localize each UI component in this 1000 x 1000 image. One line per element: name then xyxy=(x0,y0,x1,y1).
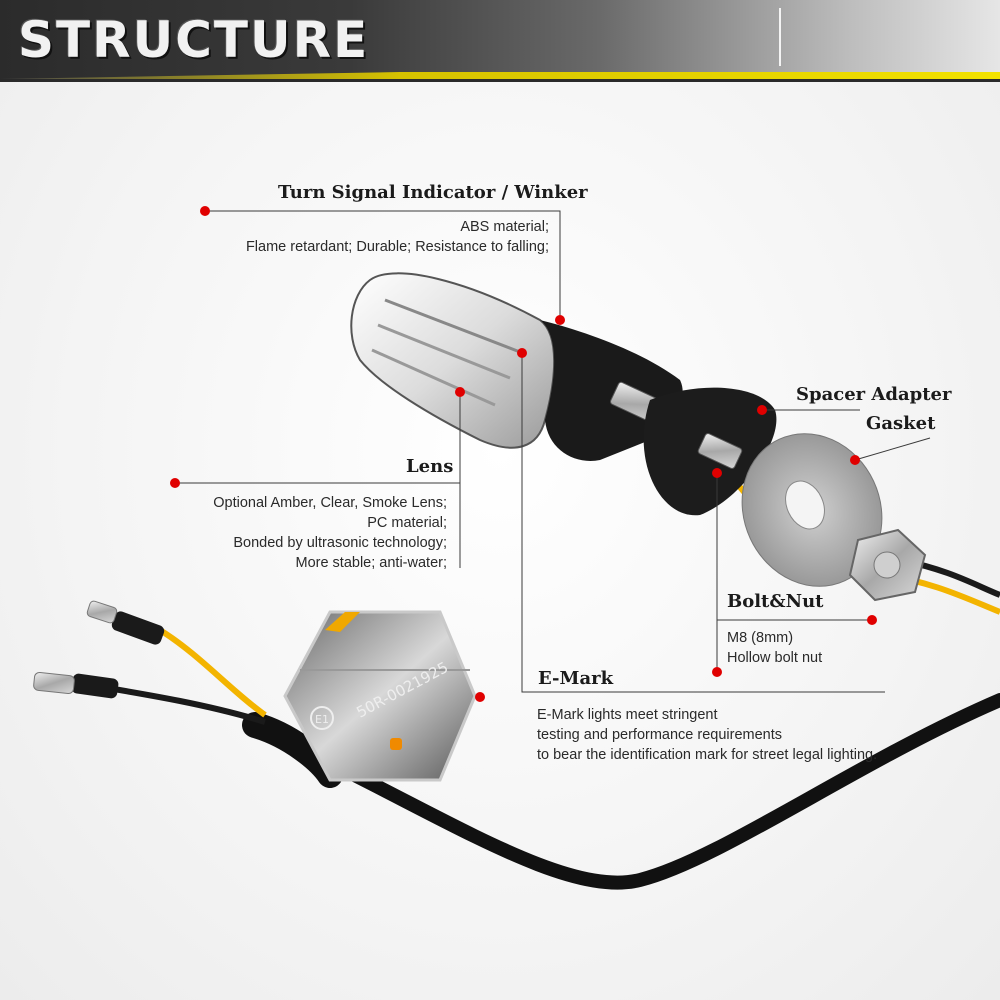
header-bar: STRUCTURE xyxy=(0,0,1000,82)
emark-closeup: E1 50R-0021925 xyxy=(283,610,477,782)
leader-line-emark xyxy=(521,353,885,693)
marker-dot xyxy=(555,315,565,325)
header-underline xyxy=(0,79,1000,82)
lens-line: PC material; xyxy=(367,515,447,531)
spacer-adapter-title: Spacer Adapter xyxy=(796,384,952,405)
marker-dot xyxy=(455,387,465,397)
turn-signal-title: Turn Signal Indicator / Winker xyxy=(278,182,588,203)
header-divider xyxy=(779,8,781,66)
marker-dot xyxy=(200,206,210,216)
marker-dot xyxy=(850,455,860,465)
page-title: STRUCTURE xyxy=(18,11,370,69)
markers xyxy=(170,206,877,702)
lens-description: Optional Amber, Clear, Smoke Lens; PC ma… xyxy=(213,493,447,573)
accent-stripe xyxy=(0,72,1000,79)
emark-line: to bear the identification mark for stre… xyxy=(537,747,878,763)
marker-dot xyxy=(712,468,722,478)
bolt-nut-title: Bolt&Nut xyxy=(727,591,824,612)
turn-signal-line: Flame retardant; Durable; Resistance to … xyxy=(245,239,549,255)
emark-title: E-Mark xyxy=(538,668,614,689)
amber-wire xyxy=(158,627,267,718)
turn-signal-line: ABS material; xyxy=(460,219,549,235)
leader-line-gasket xyxy=(854,437,931,461)
gasket xyxy=(741,433,883,587)
threaded-bolt xyxy=(697,433,743,469)
marker-dot xyxy=(170,478,180,488)
gasket-title: Gasket xyxy=(866,413,936,434)
marker-dot xyxy=(757,405,767,415)
bolt-nut-description: M8 (8mm) Hollow bolt nut xyxy=(727,628,822,668)
connector-sleeve xyxy=(111,611,165,645)
leader-line-turn-signal xyxy=(205,210,561,320)
bullet-terminal xyxy=(86,600,118,624)
marker-dot xyxy=(517,348,527,358)
lens xyxy=(350,272,556,449)
lens-line: Bonded by ultrasonic technology; xyxy=(233,535,447,551)
emark-description: E-Mark lights meet stringent testing and… xyxy=(537,705,877,765)
connector-sleeve xyxy=(71,673,119,699)
main-cable xyxy=(263,693,1000,890)
emark-line: E-Mark lights meet stringent xyxy=(537,707,718,723)
leader-lines xyxy=(175,210,931,693)
marker-dot xyxy=(475,692,485,702)
nut-hole xyxy=(873,551,901,579)
lens-line: Optional Amber, Clear, Smoke Lens; xyxy=(213,495,447,511)
bolt-nut-line: M8 (8mm) xyxy=(727,630,794,646)
marker-dot xyxy=(712,667,722,677)
lens-line: More stable; anti-water; xyxy=(295,555,447,571)
bolt-nut-line: Hollow bolt nut xyxy=(727,650,823,666)
turn-signal-description: ABS material; Flame retardant; Durable; … xyxy=(246,217,549,257)
lens-title: Lens xyxy=(406,456,454,477)
marker-dot xyxy=(867,615,877,625)
emark-emblem: E1 xyxy=(315,713,329,726)
bullet-terminal xyxy=(33,671,75,695)
emark-line: testing and performance requirements xyxy=(537,727,783,743)
